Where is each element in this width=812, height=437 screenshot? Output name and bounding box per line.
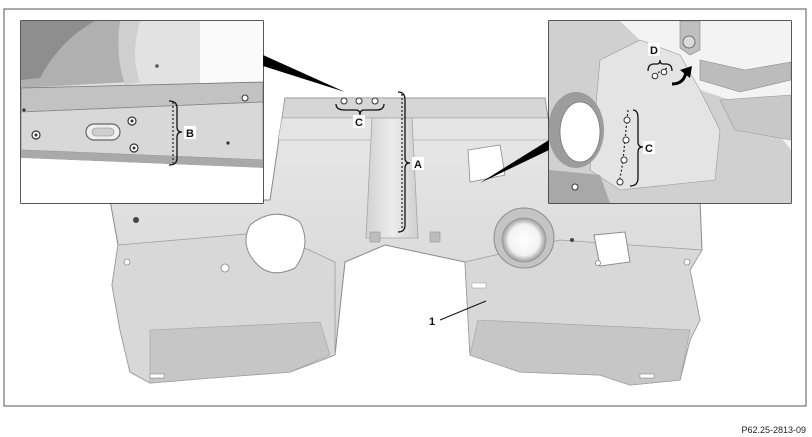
figure-reference-number: P62.25-2813-09 xyxy=(741,425,806,435)
label-a: A xyxy=(414,159,422,171)
label-d: D xyxy=(650,45,658,57)
detail-inset-c-d: C D xyxy=(548,20,792,204)
leader-line-part-1 xyxy=(439,300,487,321)
detail-inset-b: B xyxy=(20,20,264,204)
bracket-d xyxy=(647,59,673,72)
bracket-a xyxy=(397,91,411,233)
label-c-main: C xyxy=(355,117,363,129)
callout-connector-right xyxy=(480,140,549,183)
weld-point xyxy=(355,97,363,105)
weld-point xyxy=(371,97,379,105)
label-b: B xyxy=(186,128,194,140)
label-c-detail: C xyxy=(645,143,653,155)
label-part-1: 1 xyxy=(429,316,435,328)
bracket-b xyxy=(168,100,183,166)
weld-point xyxy=(340,97,348,105)
callout-connector-left xyxy=(263,55,345,92)
